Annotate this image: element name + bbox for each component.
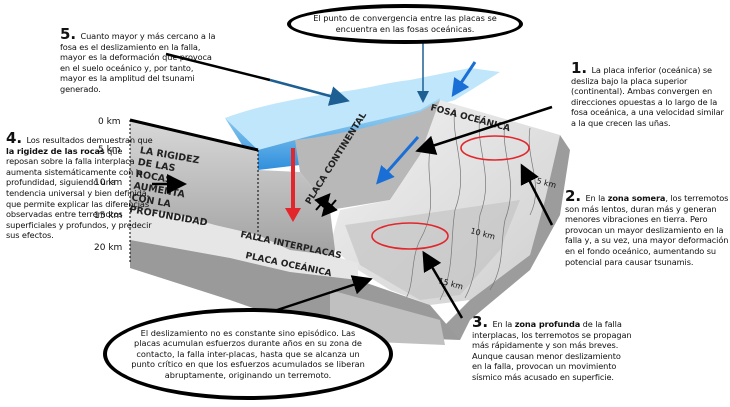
note-3-number: 3. [472, 313, 488, 331]
note-5-number: 5. [60, 25, 76, 43]
note-1: 1. La placa inferior (oceánica) se desli… [571, 59, 730, 129]
note-2-pre: En la [585, 193, 608, 203]
note-4-pre: Los resultados demuestran que [26, 135, 153, 145]
note-4: 4. Los resultados demuestran que la rigi… [6, 129, 156, 241]
episodic-slip-bubble-text: El deslizamiento no es constante sino ep… [131, 327, 365, 380]
slip-arrow-down [321, 199, 338, 218]
note-2-number: 2. [565, 187, 581, 205]
convergence-bubble: El punto de convergencia entre las placa… [287, 4, 523, 44]
note-3: 3. En la zona profunda de la falla inter… [472, 313, 632, 383]
callout-arrow-3 [422, 250, 464, 319]
note-2-highlight: zona somera [607, 193, 666, 203]
ocean-body [225, 98, 440, 170]
callout-arrow-2 [520, 163, 554, 226]
callout-line-5 [165, 52, 271, 82]
deep-rupture-zone [371, 222, 449, 250]
note-2: 2. En la zona somera, los terremotos son… [565, 187, 730, 267]
note-1-number: 1. [571, 59, 587, 77]
depth-tick: 5 km [98, 145, 121, 155]
slab-motion-arrow [376, 136, 420, 185]
ocean-surface [225, 68, 500, 150]
note-4-highlight: la rigidez de las rocas [6, 145, 105, 156]
note-4-post: que reposan sobre la falla interplaca au… [6, 145, 152, 241]
depth-tick: 20 km [94, 243, 122, 253]
callout-arrow-5 [269, 78, 350, 106]
oceanic-motion-arrow [451, 61, 477, 97]
note-3-pre: En la [492, 319, 515, 329]
rigidity-arrow-head [285, 208, 301, 222]
depth-tick: 10 km [94, 178, 122, 188]
interplate-fault-band [130, 208, 358, 280]
depth-axis: 0 km 5 km 10 km 15 km 20 km [94, 117, 122, 253]
episodic-slip-bubble: El deslizamiento no es constante sino ep… [103, 308, 393, 400]
depth-tick: 15 km [94, 211, 122, 221]
section-top-edge [129, 118, 259, 152]
convergence-bubble-text: El punto de convergencia entre las placa… [313, 13, 497, 34]
depth-tick: 0 km [98, 117, 121, 127]
note-3-highlight: zona profunda [514, 319, 581, 329]
note-5: 5. Cuanto mayor y más cercano a la fosa … [60, 25, 220, 95]
slab-side [440, 135, 570, 340]
note-4-number: 4. [6, 129, 22, 147]
note-2-post: , los terremotos son más lentos, duran m… [565, 193, 729, 267]
note-5-text: Cuanto mayor y más cercano a la fosa es … [60, 31, 216, 94]
callout-arrow-1 [415, 105, 553, 155]
note-1-text: La placa inferior (oceánica) se desliza … [571, 65, 724, 128]
continental-wedge [295, 100, 445, 210]
shallow-rupture-zone [460, 135, 530, 161]
note-3-post: de la falla interplacas, los terremotos … [472, 319, 632, 382]
